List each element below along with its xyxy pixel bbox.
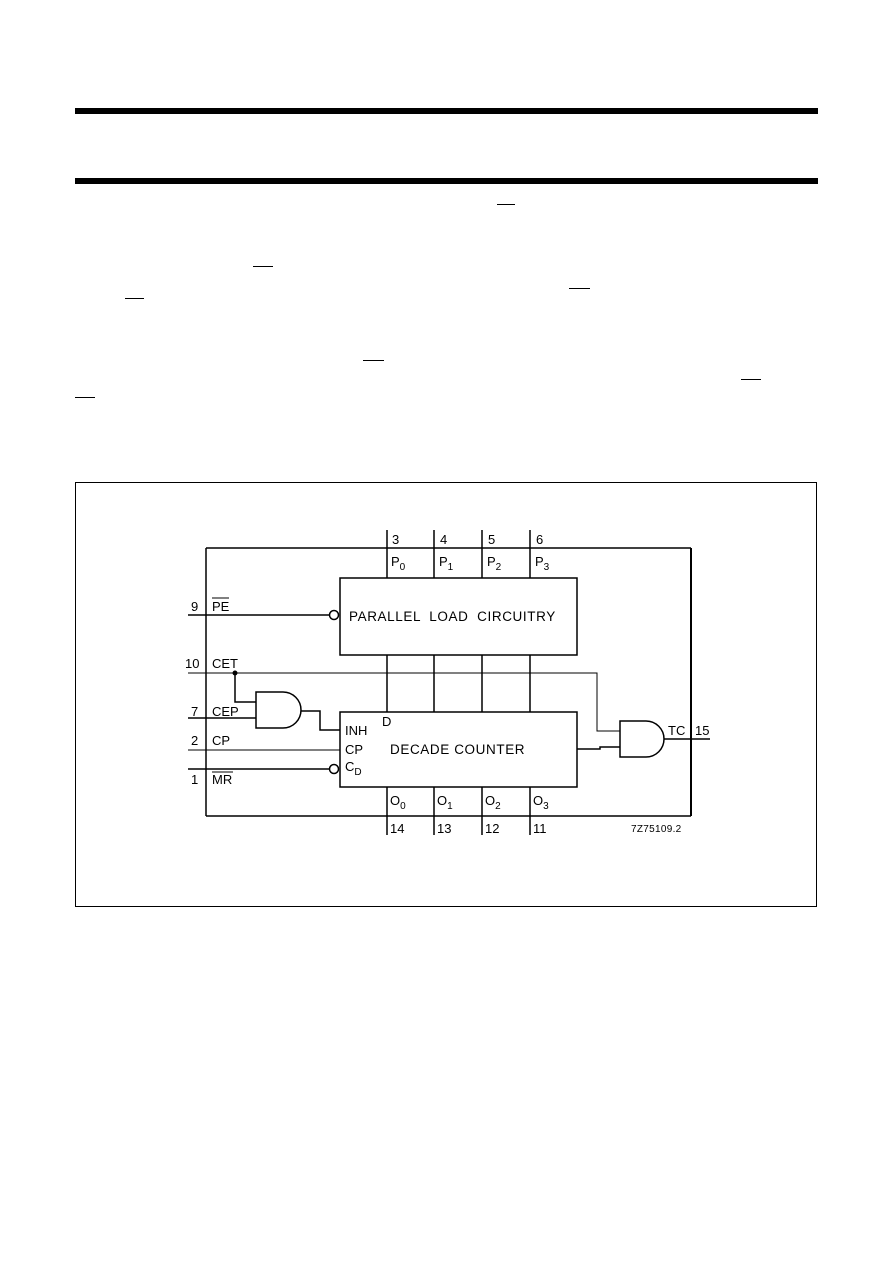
pin-3: 3: [392, 532, 399, 547]
parallel-load-block: [339, 577, 578, 656]
cd-port: CD: [345, 759, 362, 778]
pin-14: 14: [390, 821, 404, 836]
overline-mark: [253, 266, 273, 267]
cep-and-gate: [255, 691, 302, 729]
tc-label: TC: [668, 723, 685, 738]
pin-12: 12: [485, 821, 499, 836]
cet-line: [188, 672, 620, 732]
pin-11: 11: [533, 821, 547, 836]
figure-frame: [75, 482, 817, 907]
cet-junction: [232, 670, 238, 676]
q3-label: O3: [533, 793, 549, 812]
cet-label: CET: [212, 656, 238, 671]
overline-mark: [75, 397, 95, 398]
pe-bubble: [328, 609, 340, 621]
pe-label: PE: [212, 599, 230, 614]
tc-and-gate: [619, 720, 665, 758]
pin-2: 2: [191, 733, 198, 748]
cep-label: CEP: [212, 704, 239, 719]
inh-port: INH: [345, 723, 367, 738]
q1-label: O1: [437, 793, 453, 812]
mr-bubble: [328, 763, 340, 775]
pin-15: 15: [695, 723, 709, 738]
pin-7: 7: [191, 704, 198, 719]
pin-4: 4: [440, 532, 447, 547]
pin-9: 9: [191, 599, 198, 614]
cet-branch: [234, 673, 256, 703]
p0-label: P0: [391, 554, 406, 573]
overline-mark: [741, 379, 761, 380]
pin-6: 6: [536, 532, 543, 547]
overline-mark: [125, 298, 144, 299]
pin-10: 10: [185, 656, 199, 671]
d-port: D: [382, 714, 391, 729]
mr-label: MR: [212, 772, 232, 787]
pin-13: 13: [437, 821, 451, 836]
pin-1: 1: [191, 772, 198, 787]
p3-label: P3: [535, 554, 550, 573]
figure-code: 7Z75109.2: [631, 824, 682, 835]
gate-to-inh: [301, 710, 340, 731]
overline-mark: [569, 288, 590, 289]
pin-5: 5: [488, 532, 495, 547]
counter-to-tc: [577, 746, 620, 750]
overline-mark: [363, 360, 384, 361]
overline-mark: [497, 204, 515, 205]
parallel-load-label: PARALLEL LOAD CIRCUITRY: [349, 609, 556, 624]
p2-label: P2: [487, 554, 502, 573]
second-rule: [75, 178, 818, 184]
cp-label: CP: [212, 733, 230, 748]
q0-label: O0: [390, 793, 406, 812]
top-rule: [75, 108, 818, 114]
decade-counter-label: DECADE COUNTER: [390, 742, 525, 757]
q2-label: O2: [485, 793, 501, 812]
p1-label: P1: [439, 554, 454, 573]
cp-port: CP: [345, 742, 363, 757]
